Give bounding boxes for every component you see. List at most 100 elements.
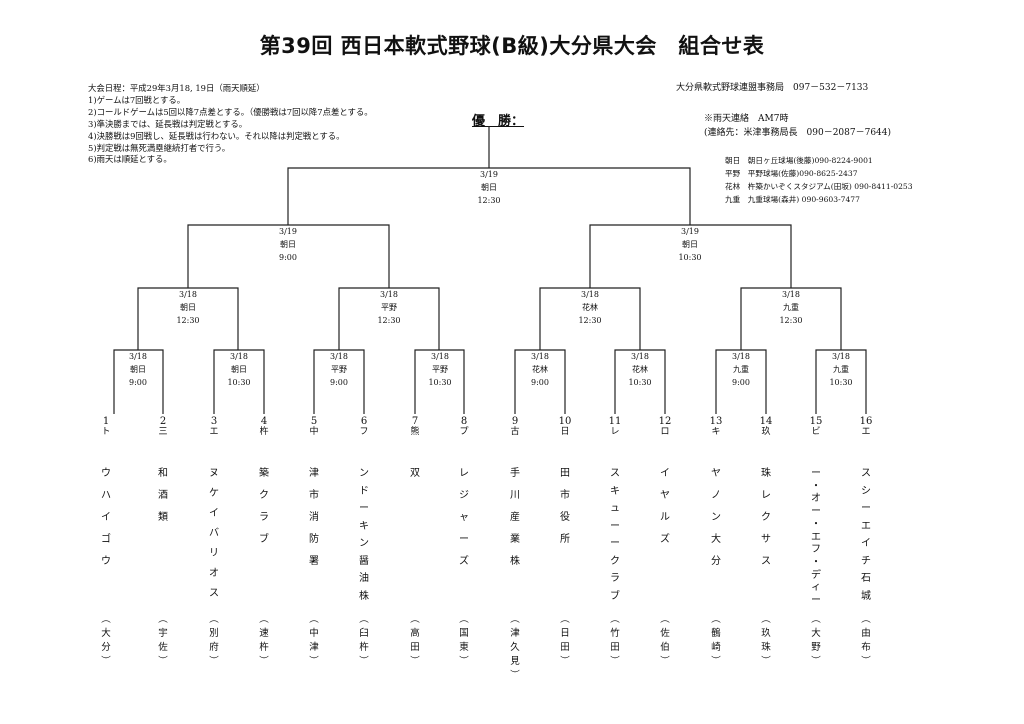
- team-name-first-char: 日: [560, 427, 570, 437]
- team-name-first-char: エ: [209, 427, 219, 437]
- team-number: 4: [260, 416, 268, 427]
- match-venue: 朝日: [180, 303, 196, 312]
- team-name-first-char: 熊: [410, 427, 420, 437]
- rain-notice: ※雨天連絡 AM7時 (連絡先：米津事務局長 090－2087－7644): [704, 112, 891, 140]
- team-name-first-char: 三: [158, 427, 168, 437]
- team-town: ︵佐伯︶: [660, 614, 670, 667]
- match-date: 3/18: [380, 290, 398, 299]
- team-name-first-char: エ: [861, 427, 871, 437]
- match-date: 3/18: [230, 352, 248, 361]
- team-town: ︵日田︶: [560, 614, 570, 667]
- team-name: 珠レクサス: [761, 468, 771, 567]
- match-date: 3/18: [431, 352, 449, 361]
- match-quarter-1: 3/18 朝日 12:30: [166, 288, 210, 327]
- team-name: 双: [410, 468, 420, 479]
- team-town: ︵速杵︶: [259, 614, 269, 667]
- match-round1-6: 3/18 花林 10:30: [618, 350, 662, 389]
- match-round1-2: 3/18 朝日 10:30: [217, 350, 261, 389]
- match-quarter-2: 3/18 平野 12:30: [367, 288, 411, 327]
- team-number: 2: [159, 416, 167, 427]
- match-round1-1: 3/18 朝日 9:00: [116, 350, 160, 389]
- team-name: 手川産業株: [510, 468, 520, 567]
- match-venue: 九重: [733, 365, 749, 374]
- rule-line: 4)決勝戦は9回戦し、延長戦は行わない。それ以降は判定戦とする。: [88, 130, 345, 141]
- team-name: スシーエイチ石城: [861, 468, 871, 602]
- match-date: 3/18: [832, 352, 850, 361]
- rain-notice-time: ※雨天連絡 AM7時: [704, 114, 789, 124]
- match-date: 3/18: [531, 352, 549, 361]
- team-name-first-char: ロ: [660, 427, 670, 437]
- team-name-first-char: 古: [510, 427, 520, 437]
- team-town: ︵別府︶: [209, 614, 219, 667]
- match-venue: 九重: [783, 303, 799, 312]
- match-venue: 花林: [632, 365, 648, 374]
- match-time: 9:00: [279, 253, 297, 262]
- match-date: 3/19: [681, 227, 699, 236]
- match-time: 10:30: [428, 378, 452, 387]
- team-name: ヤノン大分: [711, 468, 721, 567]
- match-round1-4: 3/18 平野 10:30: [418, 350, 462, 389]
- match-venue: 花林: [582, 303, 598, 312]
- match-date: 3/18: [631, 352, 649, 361]
- team-town: ︵中津︶: [309, 614, 319, 667]
- rule-line: 3)準決勝までは、延長戦は判定戦とする。: [88, 118, 248, 129]
- match-time: 12:30: [578, 316, 602, 325]
- team-town: ︵竹田︶: [610, 614, 620, 667]
- match-date: 3/18: [732, 352, 750, 361]
- match-venue: 朝日: [280, 240, 296, 249]
- team-number: 5: [310, 416, 318, 427]
- team-name: スキューークラブ: [610, 468, 620, 602]
- match-quarter-3: 3/18 花林 12:30: [568, 288, 612, 327]
- team-name: 和酒類: [158, 468, 168, 523]
- match-date: 3/19: [279, 227, 297, 236]
- match-date: 3/18: [330, 352, 348, 361]
- team-number: 8: [460, 416, 468, 427]
- team-name-first-char: 玖: [761, 427, 771, 437]
- venue-line: 九重 九重球場(森井) 090-9603-7477: [725, 195, 860, 204]
- team-name-first-char: レ: [610, 427, 620, 437]
- match-date: 3/18: [179, 290, 197, 299]
- team-town: ︵玖珠︶: [761, 614, 771, 667]
- match-time: 9:00: [732, 378, 750, 387]
- match-venue: 花林: [532, 365, 548, 374]
- match-date: 3/18: [782, 290, 800, 299]
- rule-line: 6)雨天は順延とする。: [88, 154, 172, 165]
- team-number: 11: [608, 416, 622, 427]
- team-name: ー・オー・エフ・ディー: [811, 468, 821, 607]
- match-time: 12:30: [377, 316, 401, 325]
- team-name: 築クラブ: [259, 468, 269, 545]
- team-name-first-char: キ: [711, 427, 721, 437]
- match-time: 9:00: [129, 378, 147, 387]
- rule-line: 5)判定戦は無死満塁継続打者で行う。: [88, 142, 231, 153]
- match-round1-3: 3/18 平野 9:00: [317, 350, 361, 389]
- team-number: 6: [360, 416, 368, 427]
- team-name: 田市役所: [560, 468, 570, 545]
- team-name: ウハイゴウ: [101, 468, 111, 567]
- team-name: 津市消防署: [309, 468, 319, 567]
- match-date: 3/18: [129, 352, 147, 361]
- match-venue: 朝日: [130, 365, 146, 374]
- match-venue: 朝日: [682, 240, 698, 249]
- team-town: ︵宇佐︶: [158, 614, 168, 667]
- team-number: 12: [658, 416, 672, 427]
- match-round1-8: 3/18 九重 10:30: [819, 350, 863, 389]
- match-venue: 朝日: [481, 183, 497, 192]
- rule-line: 大会日程：平成29年3月18, 19日（雨天順延）: [88, 83, 265, 93]
- match-time: 10:30: [829, 378, 853, 387]
- match-time: 12:30: [477, 196, 501, 205]
- team-number: 7: [411, 416, 419, 427]
- match-time: 9:00: [330, 378, 348, 387]
- team-town: ︵津久見︶: [510, 614, 520, 681]
- rule-line: 2)コールドゲームは5回以降7点差とする。（優勝戦は7回以降7点差とする。: [88, 106, 373, 117]
